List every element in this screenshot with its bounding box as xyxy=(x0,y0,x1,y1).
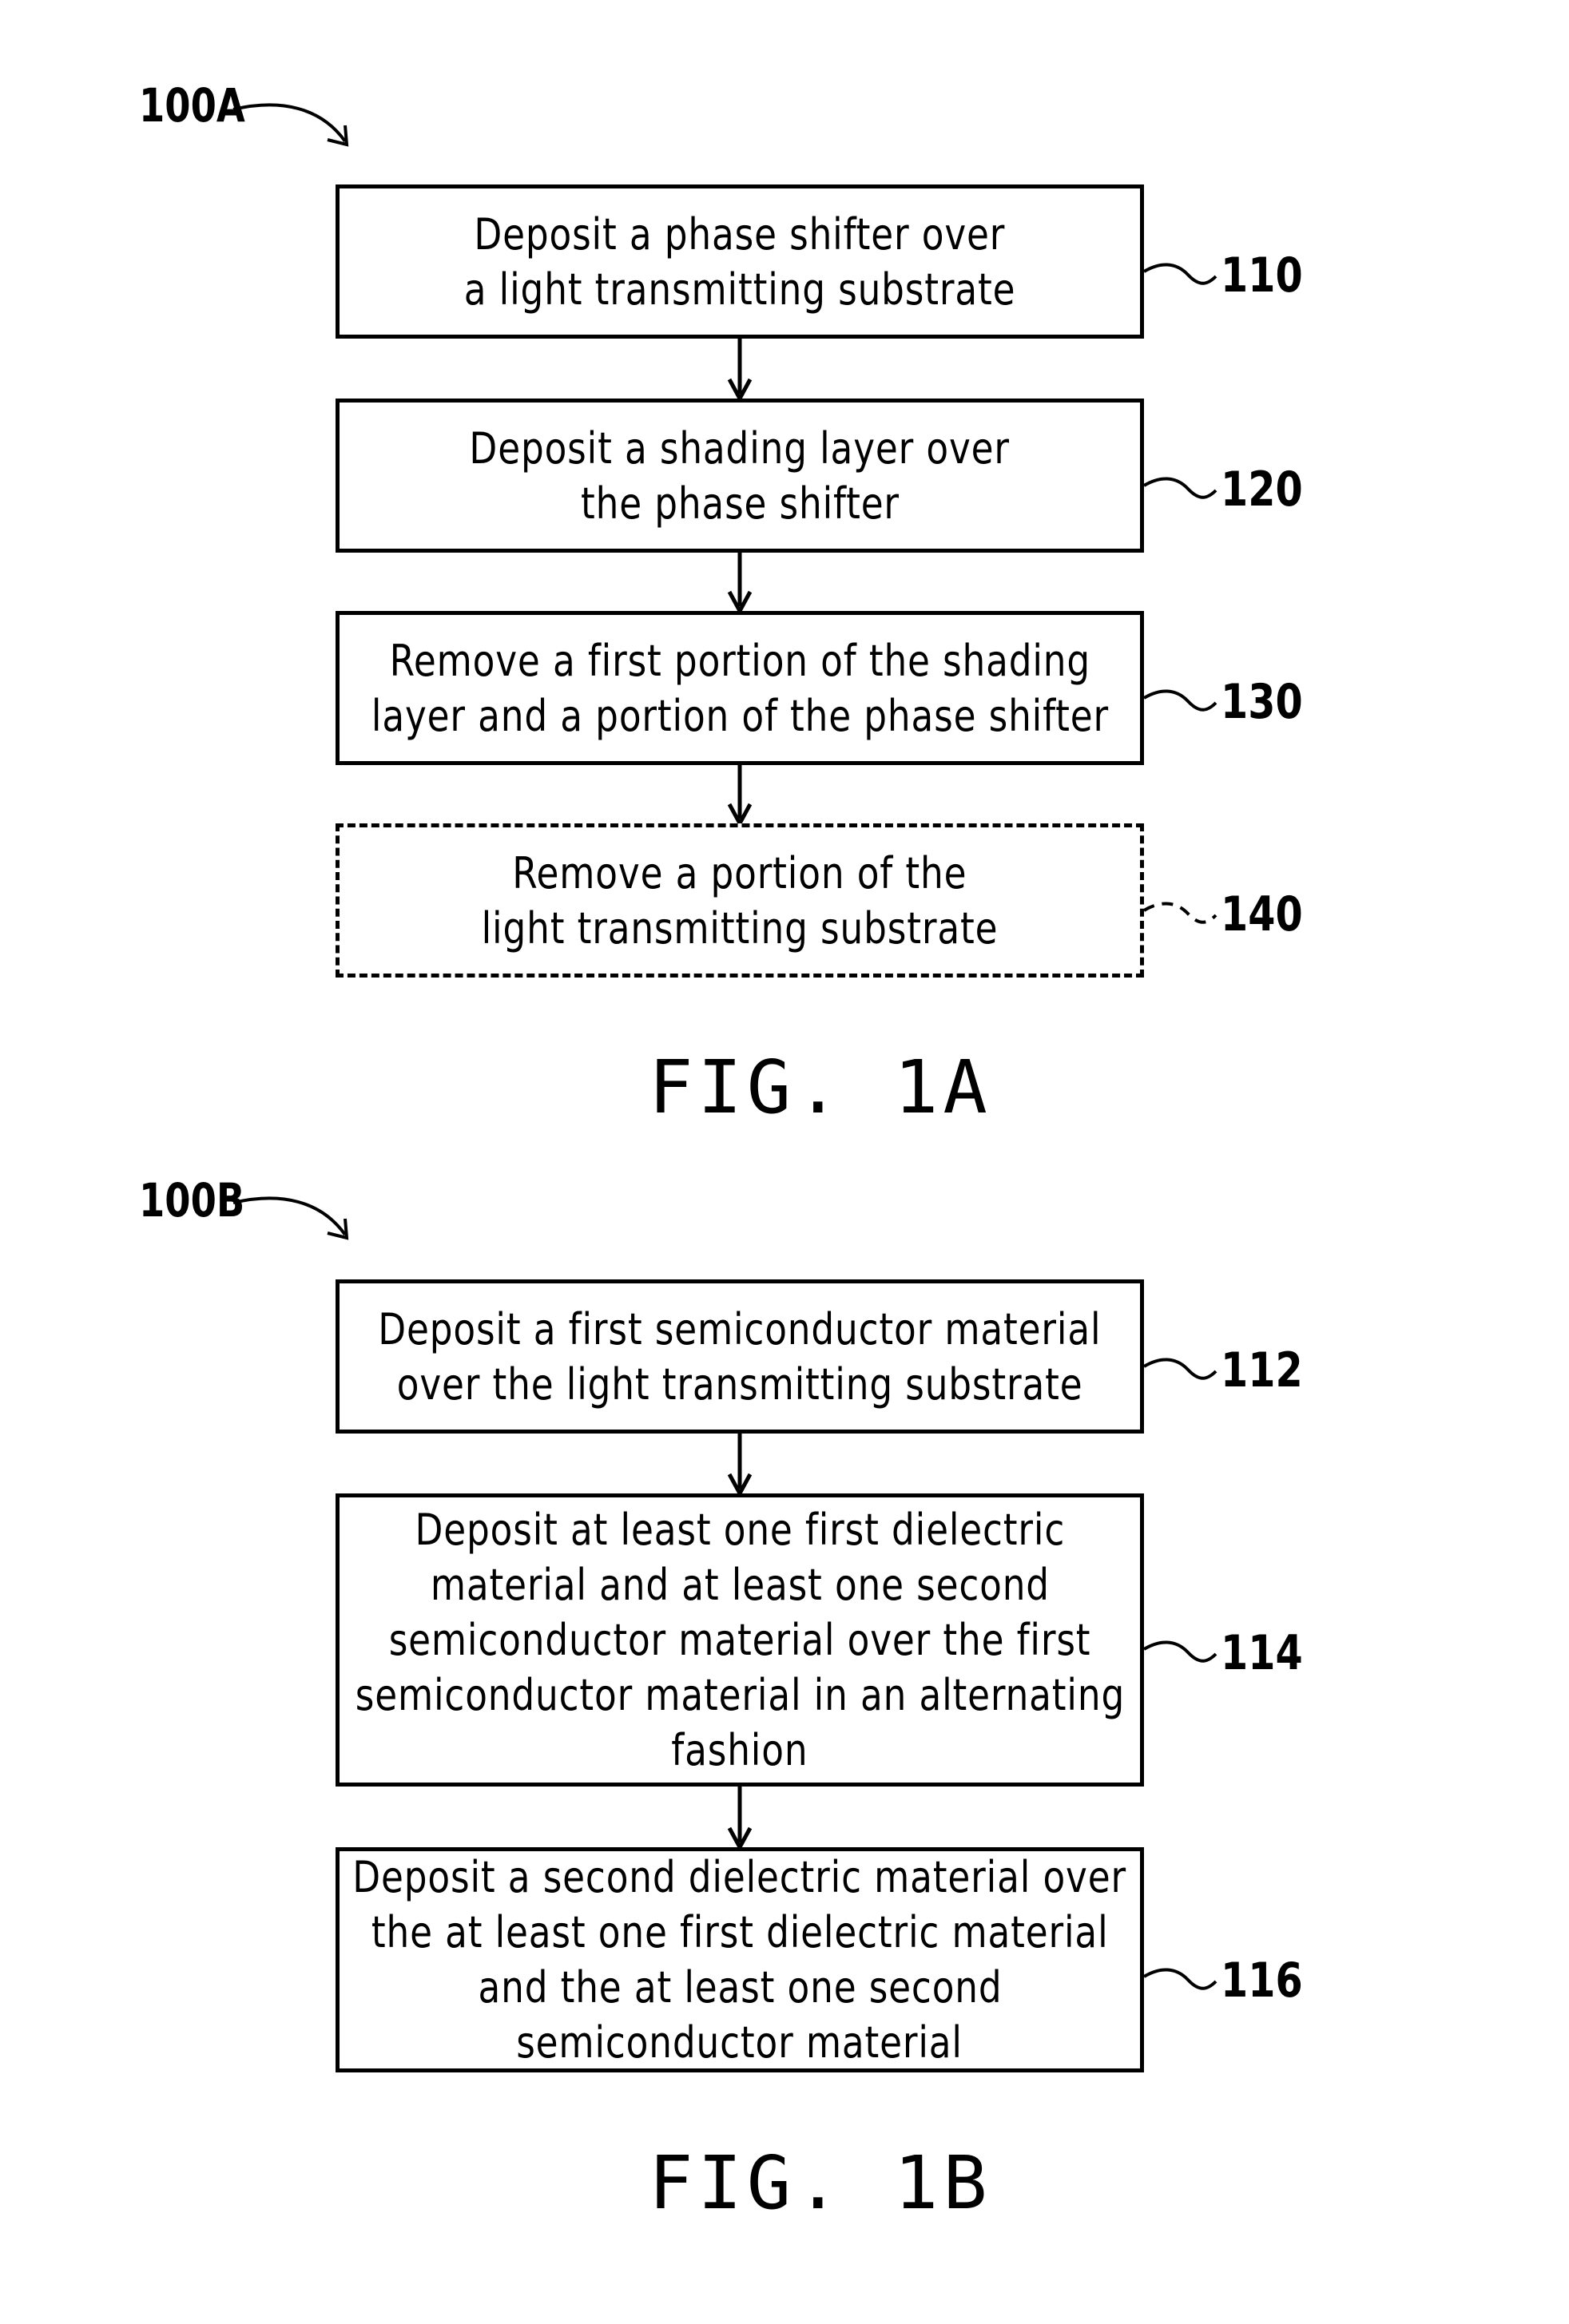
step-120-text-line-2: the phase shifter xyxy=(581,476,900,531)
step-114-text-line-5: fashion xyxy=(671,1723,808,1778)
pointer-100a-curve xyxy=(233,105,345,141)
step-140-text-line-2: light transmitting substrate xyxy=(482,901,999,956)
step-112-text-line-2: over the light transmitting substrate xyxy=(397,1357,1083,1412)
step-114-text-line-1: Deposit at least one first dielectric xyxy=(415,1502,1065,1557)
step-110-text-line-1: Deposit a phase shifter over xyxy=(475,207,1006,262)
step-120-box: Deposit a shading layer over the phase s… xyxy=(336,399,1144,553)
step-120-ref: 120 xyxy=(1221,466,1303,514)
figure-1a-id: 100A xyxy=(139,82,245,129)
step-116-text-line-4: semiconductor material xyxy=(517,2015,963,2070)
step-130-text-line-2: layer and a portion of the phase shifter xyxy=(371,688,1108,744)
leader-110 xyxy=(1144,264,1216,283)
leader-120 xyxy=(1144,478,1216,497)
step-116-ref: 116 xyxy=(1221,1957,1303,2005)
step-110-ref: 110 xyxy=(1221,252,1303,299)
step-116-box: Deposit a second dielectric material ove… xyxy=(336,1847,1144,2072)
step-120-text-line-1: Deposit a shading layer over xyxy=(470,421,1010,476)
step-114-ref: 114 xyxy=(1221,1629,1303,1677)
step-116-text-line-1: Deposit a second dielectric material ove… xyxy=(353,1850,1127,1905)
step-116-text-line-3: and the at least one second xyxy=(478,1960,1002,2015)
step-112-text-line-1: Deposit a first semiconductor material xyxy=(378,1302,1101,1357)
leader-140 xyxy=(1144,903,1216,922)
step-114-text-line-4: semiconductor material in an alternating xyxy=(355,1668,1124,1723)
step-114-text-line-3: semiconductor material over the first xyxy=(389,1612,1091,1668)
figure-1a-caption: FIG. 1A xyxy=(649,1051,992,1124)
step-110-box: Deposit a phase shifter over a light tra… xyxy=(336,184,1144,339)
step-130-text-line-1: Remove a first portion of the shading xyxy=(389,633,1090,688)
step-114-text-line-2: material and at least one second xyxy=(430,1557,1049,1612)
step-130-box: Remove a first portion of the shading la… xyxy=(336,611,1144,765)
step-112-ref: 112 xyxy=(1221,1346,1303,1394)
step-112-box: Deposit a first semiconductor material o… xyxy=(336,1279,1144,1434)
leader-116 xyxy=(1144,1969,1216,1988)
step-130-ref: 130 xyxy=(1221,678,1303,726)
leader-130 xyxy=(1144,691,1216,709)
figure-1b-id: 100B xyxy=(139,1177,244,1223)
pointer-100b-curve xyxy=(233,1198,345,1235)
figure-1b-caption: FIG. 1B xyxy=(649,2147,992,2220)
step-110-text-line-2: a light transmitting substrate xyxy=(464,262,1016,317)
leader-114 xyxy=(1144,1642,1216,1660)
step-140-box-optional: Remove a portion of the light transmitti… xyxy=(336,823,1144,978)
step-116-text-line-2: the at least one first dielectric materi… xyxy=(371,1905,1109,1960)
step-114-box: Deposit at least one first dielectric ma… xyxy=(336,1493,1144,1787)
leader-112 xyxy=(1144,1359,1216,1378)
step-140-ref: 140 xyxy=(1221,890,1303,938)
step-140-text-line-1: Remove a portion of the xyxy=(512,846,967,901)
